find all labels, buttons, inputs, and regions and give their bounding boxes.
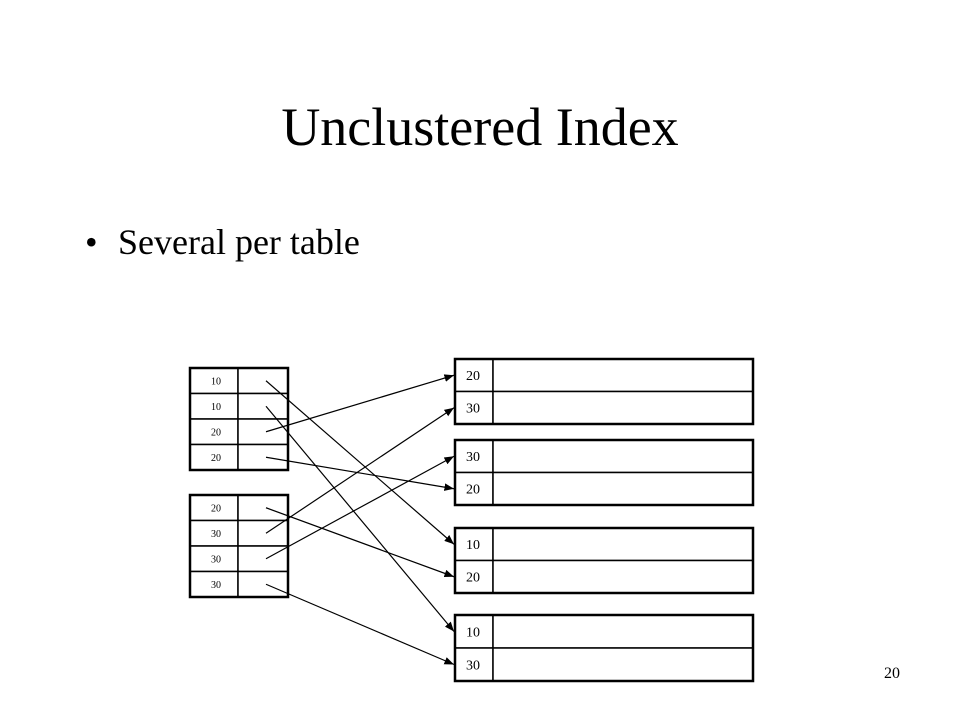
value-cell [492, 527, 754, 562]
key-label: 20 [466, 483, 480, 498]
index-block-border [188, 493, 290, 599]
value-cell [492, 390, 754, 425]
key-label: 20 [211, 427, 221, 438]
index-block-1-row-3: 20 [189, 418, 289, 446]
value-cell [492, 647, 754, 682]
data-page-border [453, 526, 755, 595]
value-cell [492, 471, 754, 506]
value-cell [492, 439, 754, 474]
key-label: 30 [211, 529, 221, 540]
key-label: 10 [211, 402, 221, 413]
data-page-3: 10 20 [453, 526, 755, 595]
data-page-1-row-2: 30 [454, 390, 754, 425]
data-page-2-row-1: 30 [454, 439, 754, 474]
key-label: 10 [466, 625, 480, 640]
pointer-arrow [265, 407, 455, 534]
key-label: 30 [466, 658, 480, 673]
key-cell [189, 392, 239, 420]
key-label: 20 [466, 369, 480, 384]
key-label: 30 [211, 580, 221, 591]
index-block-2: 20 30 30 30 [188, 493, 290, 599]
index-block-2-row-2: 30 [189, 519, 289, 547]
data-page-4: 10 30 [453, 613, 755, 683]
bullet-text: Several per table [118, 222, 360, 262]
bullet-dot: • [85, 222, 98, 262]
data-page-2-row-2: 20 [454, 471, 754, 506]
pointer-arrow [265, 583, 455, 666]
slide-title: Unclustered Index [281, 97, 679, 157]
value-cell [237, 545, 289, 573]
key-label: 20 [211, 503, 221, 514]
data-page-border [453, 357, 755, 426]
pointer-arrow [265, 456, 455, 491]
index-block-2-row-1: 20 [189, 494, 289, 522]
pointer-arrow [265, 507, 455, 578]
value-cell [492, 358, 754, 393]
value-cell [237, 494, 289, 522]
index-block-2-row-4: 30 [189, 570, 289, 598]
pointer-arrow [265, 455, 455, 560]
data-page-3-row-1: 10 [454, 527, 754, 562]
pointer-arrow [265, 380, 455, 545]
data-page-4-row-2: 30 [454, 647, 754, 682]
key-label: 10 [466, 538, 480, 553]
key-label: 30 [211, 554, 221, 565]
index-block-2-row-3: 30 [189, 545, 289, 573]
value-cell [492, 559, 754, 594]
value-cell [492, 614, 754, 649]
index-block-1-row-2: 10 [189, 392, 289, 420]
page-number: 20 [884, 665, 900, 682]
value-cell [237, 443, 289, 471]
index-block-1-row-4: 20 [189, 443, 289, 471]
index-block-border [188, 366, 290, 472]
pointer-arrow [265, 405, 455, 632]
key-label: 20 [211, 453, 221, 464]
value-cell [237, 392, 289, 420]
data-page-border [453, 613, 755, 683]
data-page-2: 30 20 [453, 438, 755, 507]
index-block-1: 10 10 20 20 [188, 366, 290, 472]
value-cell [237, 519, 289, 547]
value-cell [237, 570, 289, 598]
pointer-arrow [265, 374, 455, 433]
data-page-3-row-2: 20 [454, 559, 754, 594]
key-cell [454, 439, 494, 474]
key-label: 30 [466, 402, 480, 417]
key-label: 30 [466, 450, 480, 465]
key-label: 10 [211, 376, 221, 387]
value-cell [237, 367, 289, 395]
key-cell [189, 443, 239, 471]
bullet-item: • Several per table [85, 214, 360, 270]
key-label: 20 [466, 571, 480, 586]
index-block-1-row-1: 10 [189, 367, 289, 395]
data-page-border [453, 438, 755, 507]
data-page-4-row-1: 10 [454, 614, 754, 649]
key-cell [454, 390, 494, 425]
key-cell [454, 647, 494, 682]
data-page-1-row-1: 20 [454, 358, 754, 393]
